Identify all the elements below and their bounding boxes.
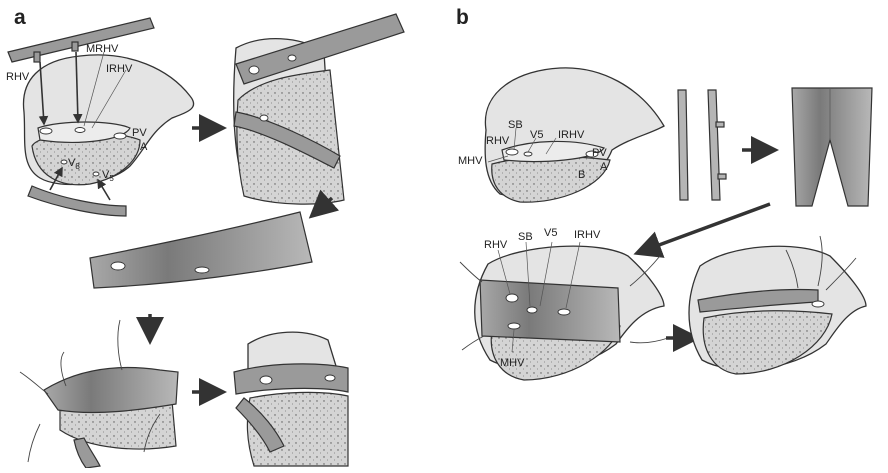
label-irhv: IRHV xyxy=(106,63,133,75)
b-stump-2 xyxy=(524,152,532,156)
label-b3-sb: SB xyxy=(518,231,533,243)
label-b3-rhv: RHV xyxy=(484,239,508,251)
anastomosis-3 xyxy=(260,115,268,121)
patch-anastomosis xyxy=(44,367,178,412)
anastomosis-2 xyxy=(288,55,296,61)
label-b-rhv: RHV xyxy=(486,135,510,147)
patch-hole-1 xyxy=(111,262,125,270)
arrow-b-step2-to-3 xyxy=(640,204,770,252)
venous-patch xyxy=(90,212,312,288)
anastomosis-1 xyxy=(249,66,259,74)
b4-hole-1 xyxy=(812,301,824,307)
cut-surface-b4 xyxy=(703,311,832,374)
label-b3-mhv: MHV xyxy=(500,357,525,369)
rhv-stump xyxy=(40,128,52,134)
label-b-pv: PV xyxy=(592,147,607,159)
patch-on-liver xyxy=(480,280,620,342)
panel-b-opened-patch xyxy=(792,88,872,206)
panel-a-letter: a xyxy=(14,6,26,29)
suture-2 xyxy=(118,320,122,370)
suture-5 xyxy=(28,424,40,462)
v5-stump xyxy=(93,172,99,176)
opened-vessel-patch xyxy=(792,88,872,206)
donor-vessel-branched xyxy=(708,90,720,200)
vein-branch-2 xyxy=(72,42,78,51)
panel-a-patch-step3 xyxy=(90,212,312,288)
label-rhv: RHV xyxy=(6,71,30,83)
panel-b: b SB RHV V5 IRHV MHV PV A B xyxy=(456,6,872,380)
panel-b-liver-step1: SB RHV V5 IRHV MHV PV A B xyxy=(458,68,664,202)
label-b-sb: SB xyxy=(508,119,523,131)
v8-stump xyxy=(61,160,67,164)
label-b-irhv: IRHV xyxy=(558,129,585,141)
reconstructed-hole-2 xyxy=(325,375,335,381)
label-b-b: B xyxy=(578,169,585,181)
panel-b-letter: b xyxy=(456,6,469,29)
panel-b-liver-step3: RHV SB V5 IRHV MHV xyxy=(460,227,668,380)
donor-vein-lower xyxy=(28,186,126,216)
label-b3-irhv: IRHV xyxy=(574,229,601,241)
b3-suture-4 xyxy=(630,338,668,343)
pv-stump xyxy=(114,133,126,139)
b-stump-1 xyxy=(506,149,518,155)
patch-hole-2 xyxy=(195,267,209,273)
suture-3 xyxy=(20,372,48,394)
panel-b-donor-vessels xyxy=(678,90,726,200)
b3-suture-1 xyxy=(460,262,482,282)
donor-vessel-straight xyxy=(678,90,688,200)
arrow-v5 xyxy=(98,180,110,200)
branch-stub-1 xyxy=(716,122,724,127)
panel-a-liver-step5 xyxy=(234,332,348,466)
mrhv-stump xyxy=(75,128,85,133)
label-b-a: A xyxy=(600,161,608,173)
b3-hole-irhv xyxy=(558,309,570,315)
panel-a-liver-step4 xyxy=(20,320,178,468)
branch-stub-2 xyxy=(718,174,726,179)
label-b3-v5: V5 xyxy=(544,227,557,239)
panel-b-liver-step4 xyxy=(689,236,866,374)
b3-hole-rhv xyxy=(506,294,518,302)
reconstructed-hole-1 xyxy=(260,376,272,384)
cut-surface-b xyxy=(492,157,610,202)
panel-a: a RHV MRHV xyxy=(6,6,404,468)
label-b-v5: V5 xyxy=(530,129,543,141)
label-pv: PV xyxy=(132,127,147,139)
vein-branch-1 xyxy=(34,52,40,62)
panel-a-liver-step1: RHV MRHV IRHV PV A V8 V5 xyxy=(6,18,194,216)
label-a: A xyxy=(140,141,148,153)
b3-hole-sb xyxy=(527,307,537,313)
b3-hole-mhv xyxy=(508,323,520,329)
label-b-mhv: MHV xyxy=(458,155,483,167)
label-mrhv: MRHV xyxy=(86,43,119,55)
panel-a-liver-step2 xyxy=(234,14,404,204)
